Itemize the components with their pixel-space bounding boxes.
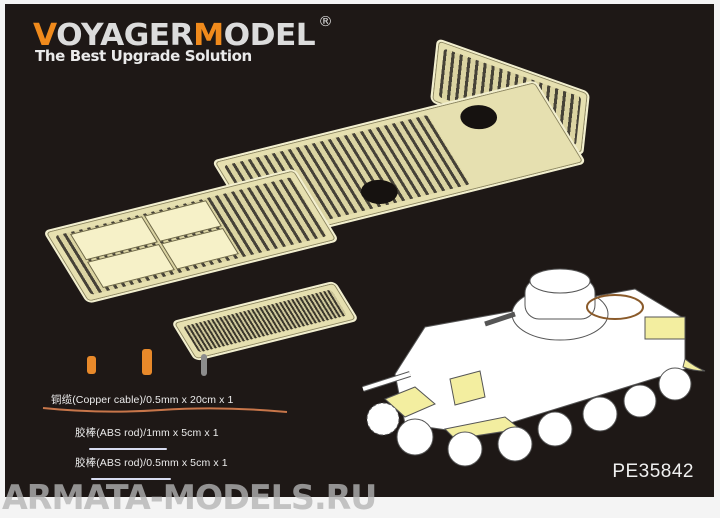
abs-rod-1mm-line [89, 448, 167, 450]
watermark-text: ARMATA-MODELS.RU [2, 478, 377, 518]
lower-grille-fret [170, 280, 360, 362]
grey-rod-piece [201, 354, 207, 376]
brass-fitting-large [142, 349, 152, 375]
registered-mark: ® [318, 14, 333, 30]
brand-tagline: The Best Upgrade Solution [35, 47, 252, 65]
left-fret-plates [42, 168, 340, 304]
copper-cable-label: 铜缆(Copper cable)/0.5mm x 20cm x 1 [51, 394, 234, 406]
brass-fitting-small [87, 356, 96, 374]
product-code: PE35842 [612, 461, 694, 482]
logo-text-oyager: OYAGER [56, 18, 194, 53]
abs-rod-1mm-label: 胶棒(ABS rod)/1mm x 5cm x 1 [75, 427, 219, 439]
logo-text-odel: ODEL [223, 18, 316, 53]
abs-rod-05mm-line [91, 478, 171, 480]
etched-grid [183, 289, 347, 353]
fret-hole [454, 101, 503, 133]
brand-logo: VOYAGERMODEL® [33, 14, 333, 53]
logo-letter-v: V [33, 18, 57, 53]
product-panel: VOYAGERMODEL® The Best Upgrade Solution … [5, 4, 714, 497]
tank-illustration [362, 268, 706, 467]
logo-letter-m: M [193, 18, 224, 53]
copper-cable-line [42, 407, 288, 413]
abs-rod-05mm-label: 胶棒(ABS rod)/0.5mm x 5cm x 1 [75, 457, 228, 469]
